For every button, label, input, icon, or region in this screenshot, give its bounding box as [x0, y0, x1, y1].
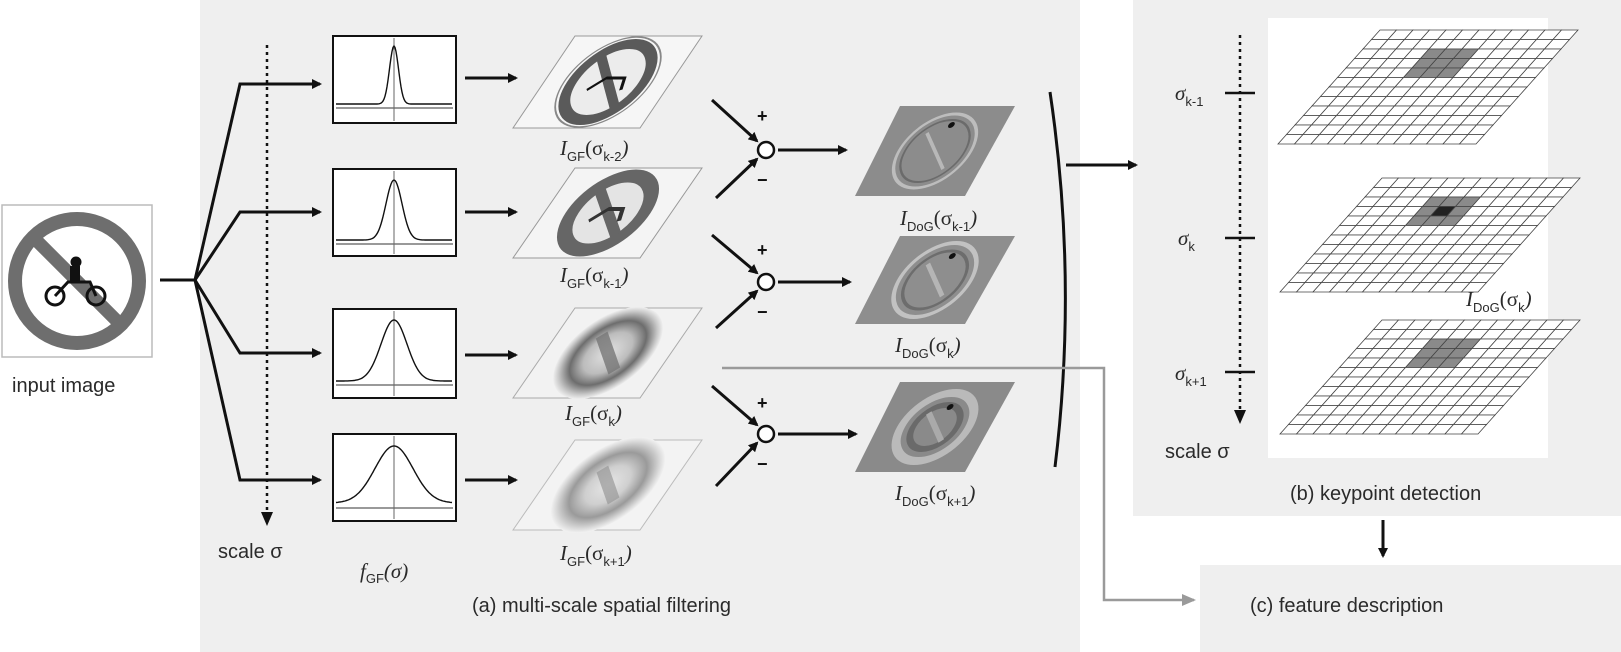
svg-text:+: + [757, 393, 768, 413]
caption-panel-b: (b) keypoint detection [1290, 483, 1481, 505]
filter-label: fGF(σ) [360, 559, 408, 586]
dog-image-label-3: IDoG(σk+1) [894, 481, 975, 509]
dog-image-label-1: IDoG(σk-1) [899, 206, 977, 234]
filter-plot-3 [332, 308, 457, 399]
svg-text:+: + [757, 240, 768, 260]
dog-image-3 [855, 382, 1015, 472]
dog-image-label-2: IDoG(σk) [894, 333, 961, 361]
grouping-bracket [1048, 91, 1067, 468]
branch-arrows [160, 79, 322, 485]
svg-text:−: − [757, 170, 768, 190]
filter-plot-4 [332, 433, 457, 522]
motorcycle-icon [44, 256, 107, 307]
svg-text:+: + [757, 106, 768, 126]
scale-label-b: scale σ [1165, 441, 1230, 463]
diff-signs: + − + − + − [757, 106, 768, 474]
gf-image-1 [512, 35, 703, 129]
gf-image-3 [512, 307, 703, 399]
sigma-tick-label-1: σk-1 [1175, 81, 1203, 109]
svg-text:−: − [757, 302, 768, 322]
gf-image-label-2: IGF(σk-1) [559, 263, 628, 291]
sigma-tick-label-3: σk+1 [1175, 361, 1207, 389]
dog-grid-k [1279, 177, 1581, 293]
dog-grid-label-1: IDoG(σk) [1465, 287, 1532, 315]
svg-text:−: − [757, 454, 768, 474]
gf-image-2 [512, 167, 703, 259]
dog-grid-k-minus-1 [1277, 29, 1579, 145]
caption-panel-a: (a) multi-scale spatial filtering [472, 595, 731, 617]
caption-panel-c: (c) feature description [1250, 595, 1443, 617]
scale-label-a: scale σ [218, 541, 283, 563]
gf-image-label-1: IGF(σk-2) [559, 136, 628, 164]
scale-axis-a [261, 45, 273, 526]
diff-operators [710, 98, 858, 488]
scale-axis-b [1225, 35, 1255, 424]
to-feature-description-arrow [722, 366, 1196, 606]
filter-plot-2 [332, 168, 457, 257]
input-image-label: input image [12, 375, 115, 397]
dog-grid-k-plus-1 [1279, 319, 1581, 435]
dog-image-2 [855, 236, 1015, 324]
input-image [1, 204, 153, 358]
gf-image-label-4: IGF(σk+1) [559, 541, 632, 569]
filter-to-image-arrows [465, 73, 518, 485]
gf-image-4 [512, 437, 703, 533]
gf-image-label-3: IGF(σk) [564, 401, 622, 429]
dog-image-1 [855, 106, 1015, 196]
filter-plot-1 [332, 35, 457, 124]
sigma-tick-label-2: σk [1178, 226, 1195, 254]
panel-c-background [1200, 565, 1621, 652]
